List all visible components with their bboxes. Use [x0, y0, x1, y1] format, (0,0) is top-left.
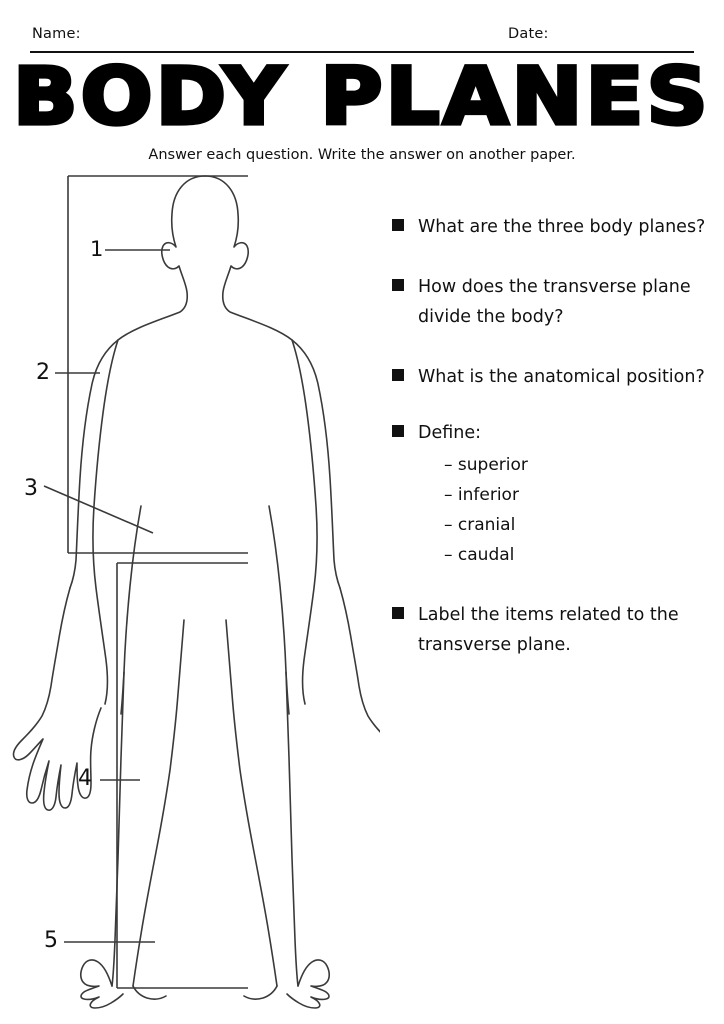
figure-label-1: 1 — [90, 237, 104, 261]
question-item: What is the anatomical position? — [392, 362, 714, 392]
question-list: What are the three body planes? How does… — [392, 212, 714, 660]
define-sub-item: – caudal — [444, 545, 515, 565]
bullet-square-icon — [392, 279, 404, 291]
figure-label-5: 5 — [44, 928, 58, 953]
instruction-text: Answer each question. Write the answer o… — [148, 147, 576, 163]
bullet-square-icon — [392, 607, 404, 619]
define-sub-item: – superior — [444, 455, 528, 475]
question-text: How does the transverse plane divide the… — [418, 277, 691, 327]
worksheet-header: Name: Date: — [30, 26, 694, 56]
name-field-label: Name: — [32, 26, 81, 42]
bullet-square-icon — [392, 425, 404, 437]
question-text: Label the items related to the transvers… — [418, 605, 679, 655]
human-body-outline-icon — [12, 175, 380, 1009]
figure-label-3: 3 — [24, 476, 38, 501]
define-sub-item: – cranial — [444, 515, 516, 535]
define-sub-list: – superior – inferior – cranial – caudal — [444, 450, 528, 570]
bullet-square-icon — [392, 219, 404, 231]
question-text: Define: — [418, 423, 482, 443]
question-item-define: Define: – superior – inferior – cranial … — [392, 418, 714, 570]
define-sub-item: – inferior — [444, 485, 519, 505]
question-text: What are the three body planes? — [418, 217, 706, 237]
page-title: BODY PLANES — [11, 51, 711, 143]
bullet-square-icon — [392, 369, 404, 381]
question-item: What are the three body planes? — [392, 212, 714, 242]
figure-label-4: 4 — [78, 766, 92, 791]
measurement-brackets — [43, 175, 248, 989]
date-field-label: Date: — [508, 26, 549, 42]
figure-label-2: 2 — [36, 360, 50, 385]
header-divider — [30, 51, 694, 53]
question-text: What is the anatomical position? — [418, 367, 705, 387]
body-diagram: 1 2 3 4 5 — [0, 168, 380, 1024]
question-item: How does the transverse plane divide the… — [392, 272, 714, 332]
question-item: Label the items related to the transvers… — [392, 600, 714, 660]
